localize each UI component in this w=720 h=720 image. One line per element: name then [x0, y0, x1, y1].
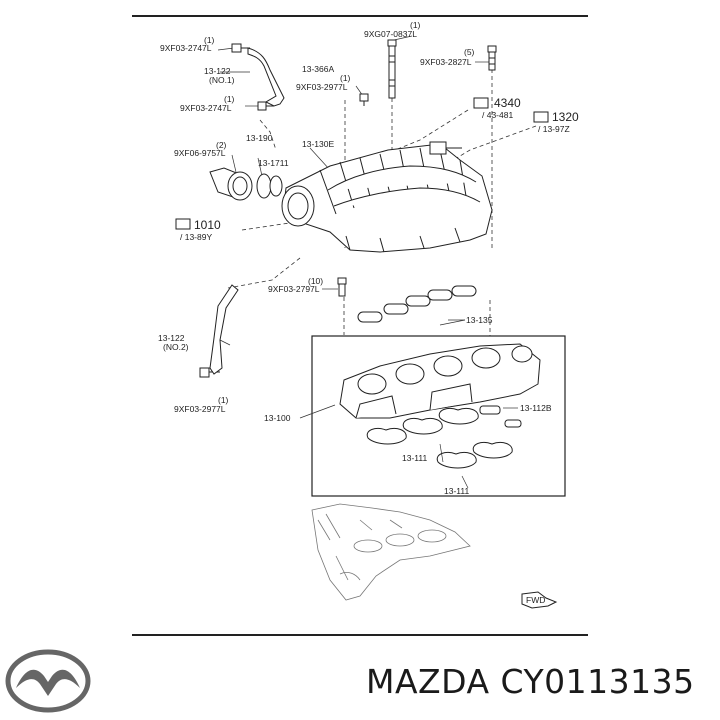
label-part-number: 13-122: [158, 333, 185, 343]
bracket-no1: [247, 47, 285, 107]
ref-book-1320-icon: [533, 111, 549, 123]
label-part-number: 13-112B: [520, 403, 552, 413]
label-qty: (1): [224, 94, 235, 104]
label-part-number: 9XF03-2977L: [174, 404, 226, 414]
gasket-112b-lower: [504, 419, 522, 428]
bolt-right-icon: [487, 45, 497, 71]
label-part-number: 13-100: [264, 413, 291, 423]
fwd-arrow-icon: FWD: [521, 591, 558, 609]
label-part-number: 13-111: [402, 453, 427, 463]
label-part-number: 9XF03-2797L: [268, 284, 320, 294]
label-part-number: 9XF06-9757L: [174, 148, 226, 158]
label-part-number: 9XG07-0837L: [364, 29, 417, 39]
label-part-number: 13-122: [204, 66, 231, 76]
bracket-no2: [209, 284, 239, 375]
bolt-366a-icon: [359, 93, 369, 106]
label-part-number: 13-111: [444, 486, 469, 496]
label-sub: (NO.1): [209, 75, 235, 85]
label-qty: (10): [308, 276, 323, 286]
engine-block: [311, 503, 471, 601]
label-part-number: 13-190: [246, 133, 273, 143]
label-part-number: 13-366A: [302, 64, 334, 74]
gasket-112b: [479, 405, 501, 415]
label-qty: (1): [410, 20, 421, 30]
label-part-number: 9XF03-2977L: [296, 82, 348, 92]
label-qty: (1): [340, 73, 351, 83]
part-caption: MAZDA CY0113135: [366, 662, 695, 701]
fasteners: [199, 39, 497, 378]
ref-1320: 1320: [552, 110, 579, 124]
ref-4340-sub: / 43-481: [482, 110, 513, 120]
ref-book-1010-icon: [175, 218, 191, 230]
ref-1010: 1010: [194, 218, 221, 232]
fwd-label: FWD: [526, 595, 545, 605]
label-part-number: 9XF03-2747L: [160, 43, 212, 53]
label-qty: (5): [464, 47, 475, 57]
label-qty: (1): [204, 35, 215, 45]
throttle-body: [209, 167, 283, 201]
bolt-2797-icon: [337, 277, 347, 297]
label-part-number: 13-135: [466, 315, 493, 325]
upper-manifold: [281, 141, 493, 253]
label-part-number: 9XF03-2747L: [180, 103, 232, 113]
upper-gaskets: [357, 285, 477, 323]
bolt-mid-left-icon: [257, 101, 274, 111]
ref-book-4340-icon: [473, 97, 489, 109]
label-part-number: 13-130E: [302, 139, 334, 149]
label-sub: (NO.2): [163, 342, 189, 352]
bolt-top-left-icon: [231, 43, 250, 53]
stud-top-icon: [387, 39, 397, 99]
lower-gaskets: [366, 407, 513, 469]
leader-lines: [217, 35, 518, 489]
ref-1010-sub: / 13-89Y: [180, 232, 212, 242]
label-qty: (1): [218, 395, 229, 405]
mazda-logo-icon: [5, 649, 91, 713]
label-part-number: 9XF03-2827L: [420, 57, 472, 67]
label-qty: (2): [216, 140, 227, 150]
lower-manifold-box: [311, 335, 566, 497]
ref-1320-sub: / 13-97Z: [538, 124, 570, 134]
ref-4340: 4340: [494, 96, 521, 110]
lower-manifold: [339, 343, 541, 419]
label-part-number: 13-1711: [258, 158, 289, 168]
